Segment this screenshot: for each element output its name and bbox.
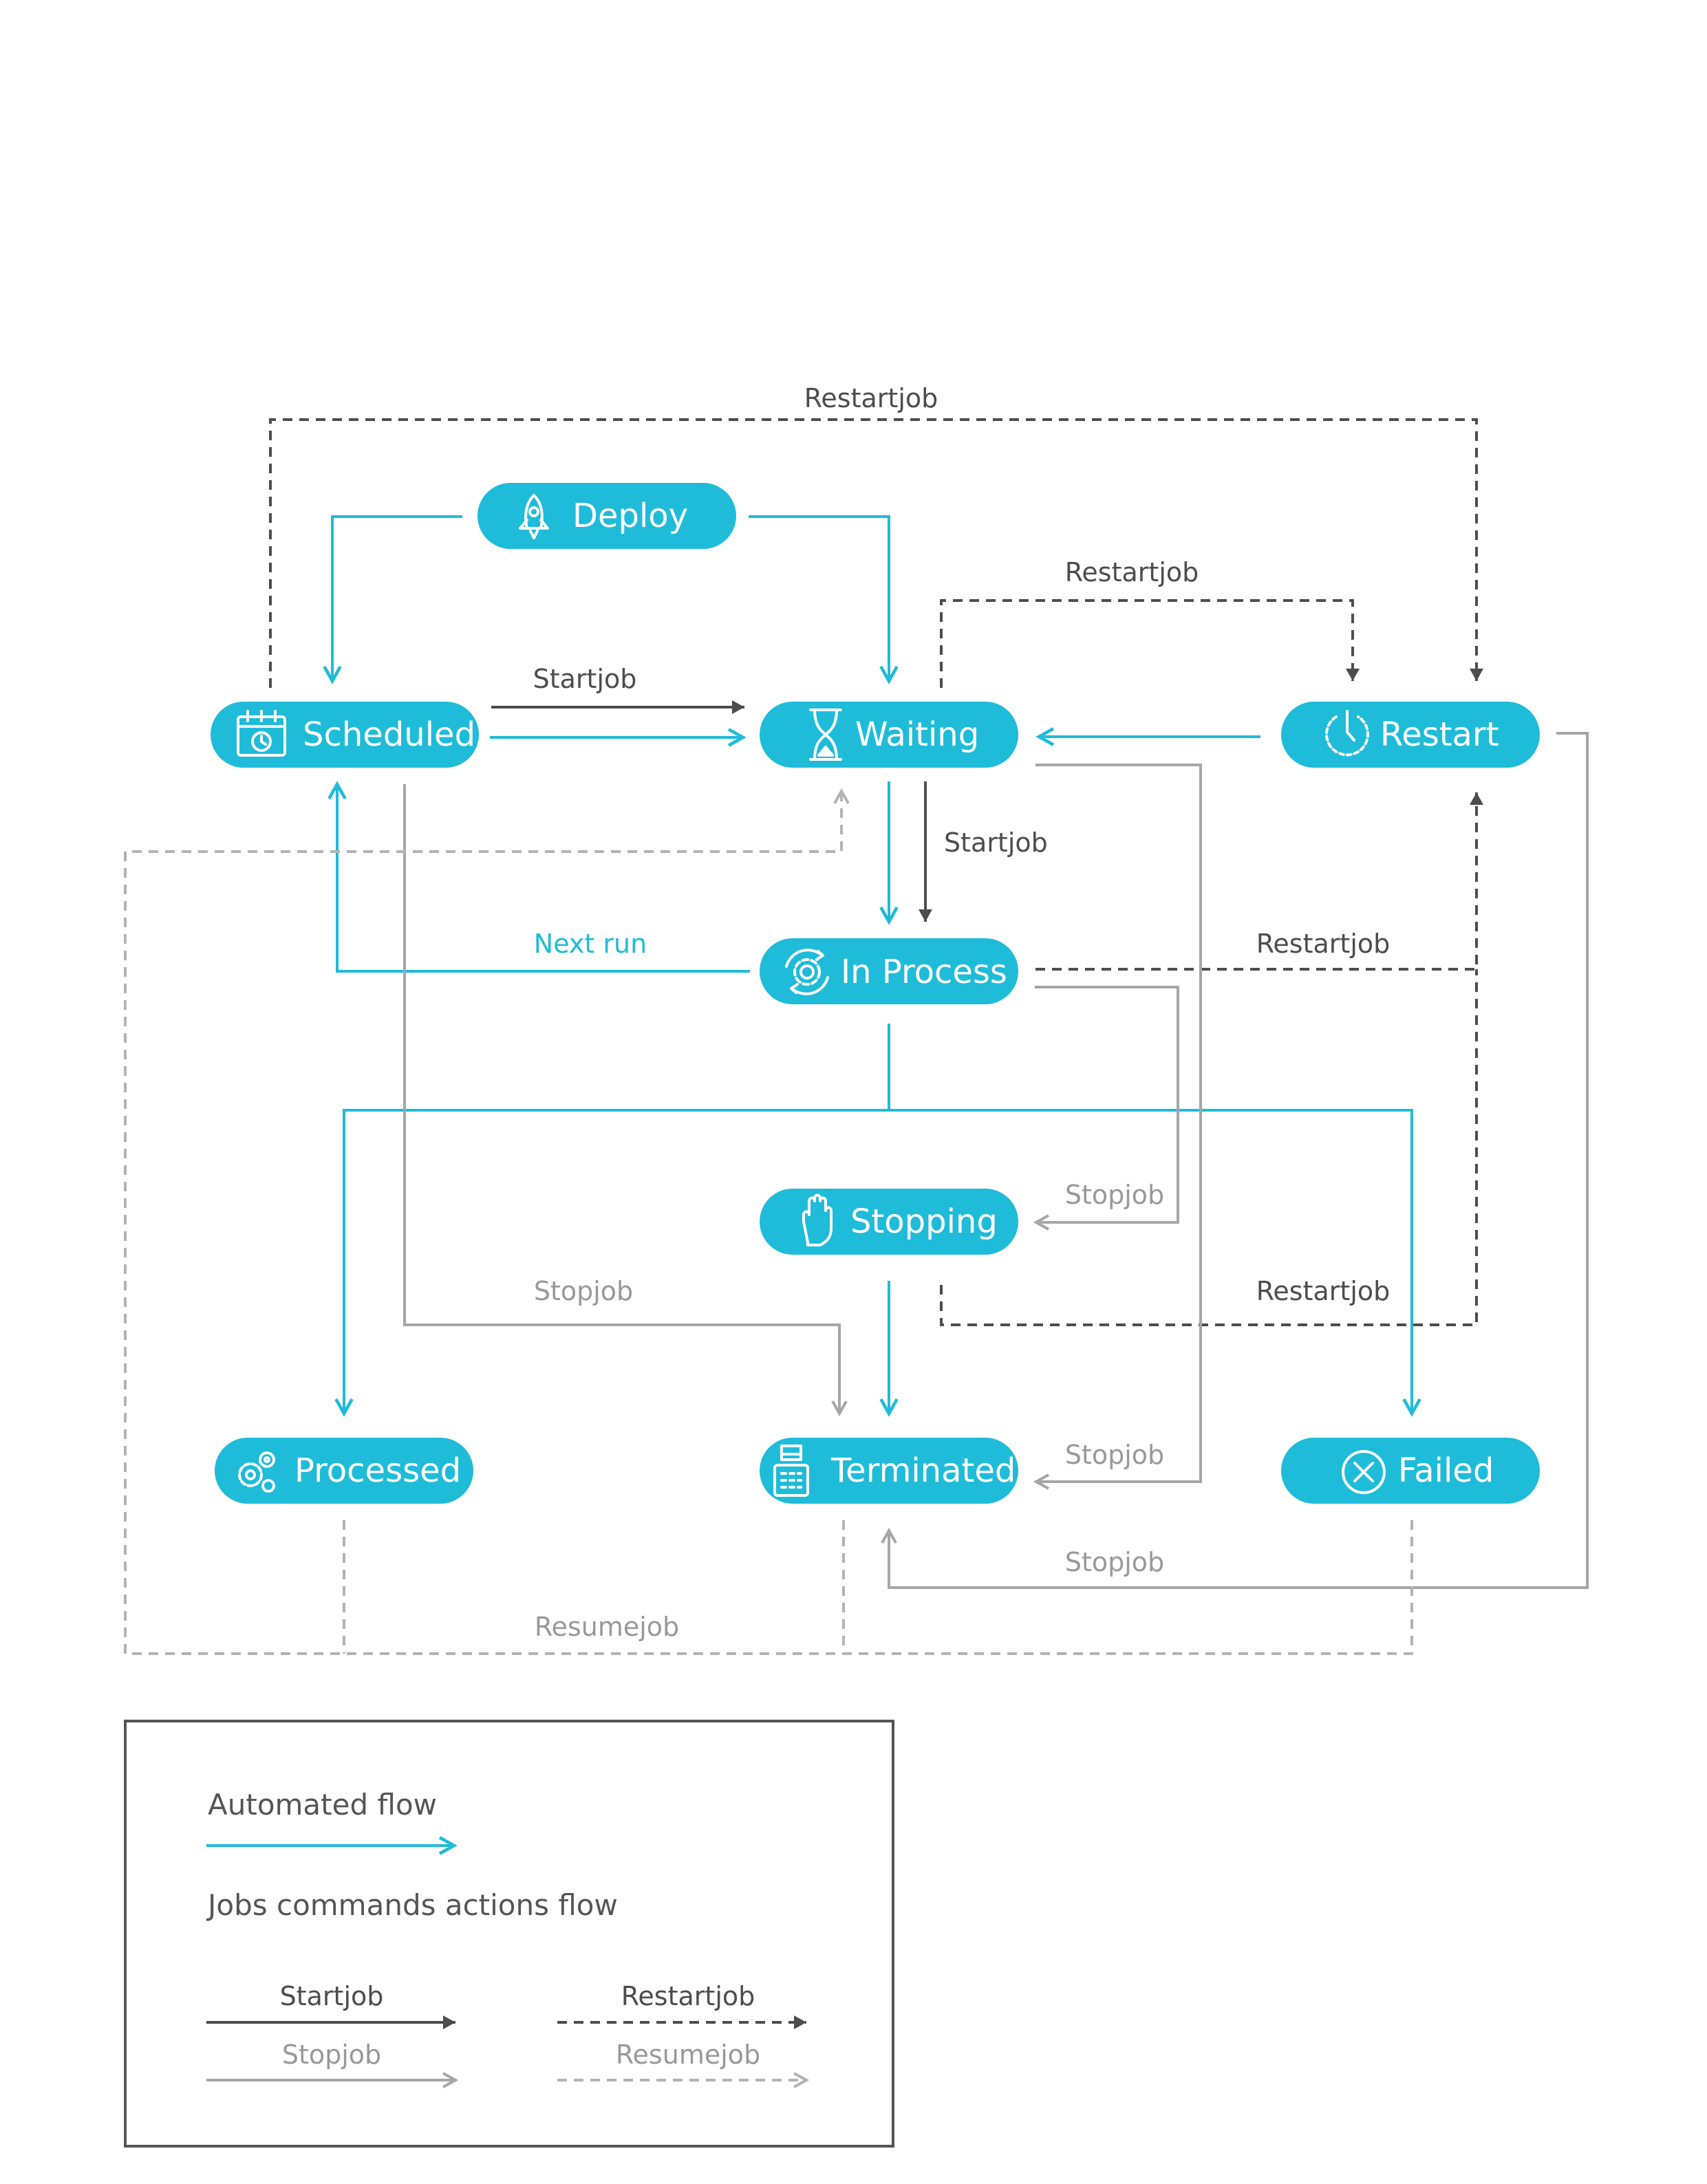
label-restartjob-top: Restartjob: [804, 383, 938, 413]
gears-icon: [238, 1451, 275, 1493]
edge-inprocess-to-processed: [344, 1109, 889, 1414]
power-restart-icon: [1325, 710, 1369, 757]
calendar-clock-icon: [237, 710, 286, 757]
svg-text:Restart: Restart: [1380, 715, 1499, 754]
edge-stopjob-inprocess-stopping: [1035, 986, 1179, 1222]
node-processed[interactable]: Processed: [215, 1438, 473, 1504]
node-failed[interactable]: Failed: [1281, 1438, 1540, 1504]
svg-text:Stopping: Stopping: [850, 1202, 998, 1241]
edge-deploy-to-waiting: [749, 515, 889, 681]
legend: Automated flow Jobs commands actions flo…: [124, 1720, 894, 2148]
label-stopjob-restart: Stopjob: [1065, 1547, 1164, 1577]
edge-stopjob-waiting-terminated: [1035, 764, 1202, 1482]
register-icon: [773, 1445, 809, 1497]
legend-commands-label: Jobs commands actions flow: [206, 1888, 618, 1922]
svg-text:Processed: Processed: [294, 1451, 461, 1490]
legend-restartjob-label: Restartjob: [621, 1981, 755, 2011]
label-next-run: Next run: [534, 929, 647, 959]
label-restartjob-inprocess: Restartjob: [1256, 929, 1391, 959]
gear-cycle-icon: [785, 949, 829, 995]
legend-automated-label: Automated flow: [208, 1788, 437, 1821]
svg-text:Failed: Failed: [1398, 1451, 1494, 1490]
node-deploy[interactable]: Deploy: [477, 483, 736, 549]
edge-resumejob: [124, 791, 1413, 1655]
node-scheduled[interactable]: Scheduled: [211, 702, 479, 768]
x-circle-icon: [1342, 1450, 1386, 1494]
legend-resumejob-label: Resumejob: [616, 2040, 760, 2070]
edge-stopjob-restart-terminated: [889, 732, 1589, 1589]
label-stopjob-waiting: Stopjob: [1065, 1440, 1164, 1470]
label-restartjob-stopping: Restartjob: [1256, 1276, 1391, 1306]
rocket-icon: [519, 494, 549, 539]
svg-text:Scheduled: Scheduled: [303, 715, 475, 754]
edge-inprocess-to-failed: [889, 1109, 1412, 1414]
svg-text:Deploy: Deploy: [572, 497, 688, 535]
hourglass-icon: [809, 709, 842, 761]
edge-restart-top: [269, 418, 1483, 688]
node-terminated[interactable]: Terminated: [760, 1438, 1018, 1504]
node-in-process[interactable]: In Process: [760, 938, 1018, 1004]
label-resumejob: Resumejob: [535, 1612, 679, 1642]
label-startjob-scheduled: Startjob: [533, 664, 637, 694]
svg-text:Terminated: Terminated: [830, 1451, 1016, 1490]
label-startjob-waiting: Startjob: [944, 828, 1048, 858]
edge-stopjob-scheduled-terminated: [403, 784, 839, 1414]
label-restartjob-waiting: Restartjob: [1065, 557, 1199, 587]
node-stopping[interactable]: Stopping: [760, 1189, 1018, 1255]
hand-stop-icon: [802, 1193, 833, 1246]
edge-restart-from-waiting: [940, 599, 1360, 688]
label-stopjob-scheduled: Stopjob: [534, 1276, 633, 1306]
svg-text:Waiting: Waiting: [855, 715, 979, 754]
label-stopjob-stopping: Stopjob: [1065, 1180, 1164, 1210]
legend-startjob-label: Startjob: [280, 1981, 384, 2011]
legend-stopjob-label: Stopjob: [282, 2040, 381, 2070]
edge-deploy-to-scheduled: [332, 515, 462, 681]
node-waiting[interactable]: Waiting: [760, 702, 1018, 768]
svg-text:In Process: In Process: [841, 953, 1007, 991]
edge-inprocess-next-run: [337, 784, 750, 973]
node-restart[interactable]: Restart: [1281, 702, 1540, 768]
edge-restart-from-stopping: [940, 969, 1478, 1326]
